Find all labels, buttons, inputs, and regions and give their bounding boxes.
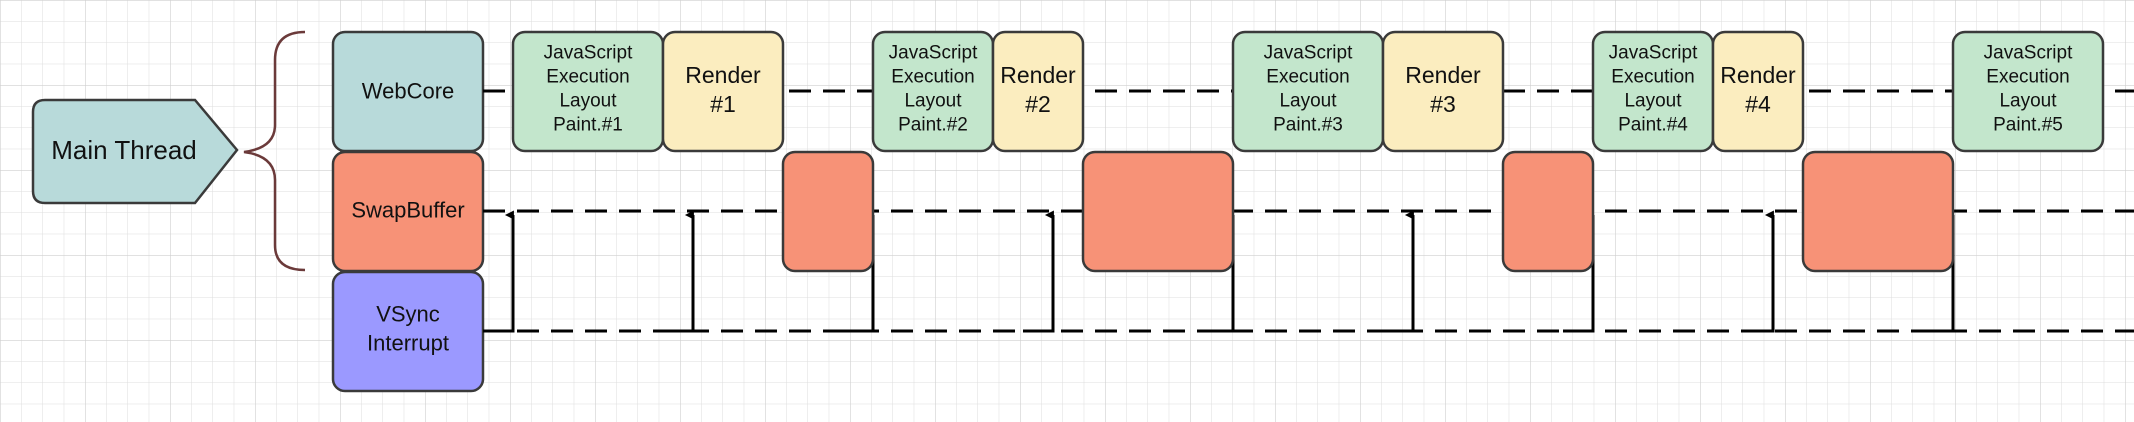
render-block-line: #1 xyxy=(710,91,736,117)
js-block-line: Layout xyxy=(1624,91,1682,112)
main-thread-label: Main Thread xyxy=(51,135,197,165)
vsync-arrow xyxy=(483,210,515,333)
js-block-line: JavaScript xyxy=(544,43,633,64)
js-block-line: Paint.#5 xyxy=(1993,115,2063,136)
render-block xyxy=(661,30,785,153)
main-thread-shape xyxy=(31,98,239,205)
render-block xyxy=(991,30,1085,153)
render-block xyxy=(1711,30,1805,153)
render-block-line: Render xyxy=(1000,62,1076,88)
js-block-line: Layout xyxy=(559,91,617,112)
js-block-line: JavaScript xyxy=(1609,43,1698,64)
js-block-line: Layout xyxy=(1999,91,2057,112)
swapbuffer-block xyxy=(1801,150,1955,273)
vsync-arrow xyxy=(1743,210,1775,333)
js-block-line: JavaScript xyxy=(889,43,978,64)
render-block-line: Render xyxy=(1720,62,1796,88)
render-block-line: #3 xyxy=(1430,91,1456,117)
lane-vsync: VSync Interrupt xyxy=(331,270,485,393)
js-block-line: Paint.#3 xyxy=(1273,115,1343,136)
js-block-line: Paint.#4 xyxy=(1618,115,1688,136)
swapbuffer-block xyxy=(1501,150,1595,273)
lane-webcore: WebCore xyxy=(331,30,485,153)
vsync-arrow xyxy=(1023,210,1055,333)
vsync-label-line2: Interrupt xyxy=(367,331,449,356)
js-block-line: Paint.#2 xyxy=(898,115,968,136)
main-thread-node: Main Thread xyxy=(31,98,239,205)
js-block-line: Execution xyxy=(891,67,974,88)
swapbuffer-blocks xyxy=(781,150,1955,273)
js-block-line: Paint.#1 xyxy=(553,115,623,136)
vsync-arrow xyxy=(663,210,695,333)
js-block-line: Layout xyxy=(1279,91,1337,112)
render-block-line: #4 xyxy=(1745,91,1771,117)
swapbuffer-label: SwapBuffer xyxy=(351,198,464,223)
js-block-line: Execution xyxy=(546,67,629,88)
js-block-line: Execution xyxy=(1266,67,1349,88)
webcore-label: WebCore xyxy=(362,79,455,104)
render-block xyxy=(1381,30,1505,153)
render-block-line: Render xyxy=(685,62,761,88)
render-block-line: #2 xyxy=(1025,91,1051,117)
lane-brace xyxy=(243,30,306,272)
vsync-arrow xyxy=(1383,210,1415,333)
vsync-label-line1: VSync xyxy=(376,302,440,327)
swapbuffer-block xyxy=(1081,150,1235,273)
js-layout-paint-block xyxy=(1951,30,2105,153)
js-block-line: Execution xyxy=(1611,67,1694,88)
js-block-line: Layout xyxy=(904,91,962,112)
js-block-line: JavaScript xyxy=(1984,43,2073,64)
js-block-line: Execution xyxy=(1986,67,2069,88)
lane-swapbuffer: SwapBuffer xyxy=(331,150,485,273)
render-block-line: Render xyxy=(1405,62,1481,88)
js-block-line: JavaScript xyxy=(1264,43,1353,64)
swapbuffer-block xyxy=(781,150,875,273)
